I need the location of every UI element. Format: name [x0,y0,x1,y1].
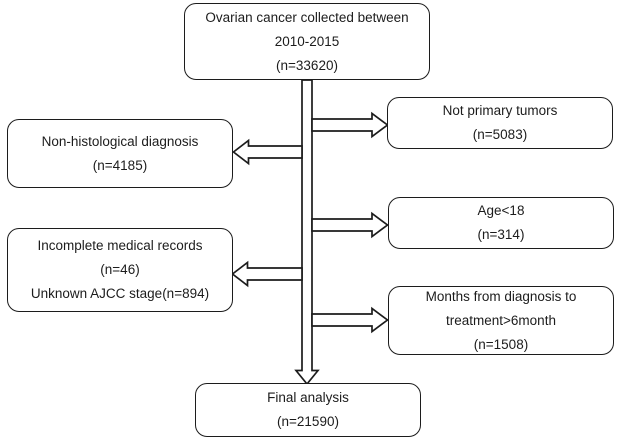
box-final-analysis: Final analysis (n=21590) [195,383,421,437]
box-text-line: Unknown AJCC stage(n=894) [30,286,210,301]
box-text-line: (n=1508) [473,336,529,352]
box-text-line: Age<18 [477,203,525,218]
arrow-to-treatment-delay-icon [311,306,389,334]
box-text-line: Non-histological diagnosis [41,133,199,149]
box-excluded-incomplete-records: Incomplete medical records (n=46) Unknow… [7,228,233,312]
box-text-line: Final analysis [267,390,349,405]
box-text-line: Ovarian cancer collected between [205,9,409,25]
box-text-line: (n=4185) [92,157,148,173]
box-text-line: (n=46) [100,262,140,277]
box-text-line: treatment>6month [446,312,556,328]
box-text-line: (n=21590) [277,414,339,429]
arrow-to-non-histological-icon [232,138,303,166]
box-text-line: Months from diagnosis to [425,288,577,304]
box-text-line: Incomplete medical records [37,238,203,253]
box-text-line: (n=5083) [472,127,528,142]
box-source-population: Ovarian cancer collected between 2010-20… [184,3,430,80]
arrow-to-not-primary-icon [311,111,389,139]
arrow-to-incomplete-records-icon [231,260,303,288]
box-text-line: (n=314) [477,227,525,242]
arrow-to-age-icon [311,211,389,239]
box-excluded-non-histological: Non-histological diagnosis (n=4185) [7,119,233,188]
box-text-line: 2010-2015 [274,33,340,49]
box-excluded-treatment-delay: Months from diagnosis to treatment>6mont… [388,286,614,355]
box-text-line: Not primary tumors [442,103,558,118]
box-excluded-not-primary: Not primary tumors (n=5083) [387,97,613,149]
box-text-line: (n=33620) [276,57,338,73]
box-excluded-age: Age<18 (n=314) [388,197,614,249]
